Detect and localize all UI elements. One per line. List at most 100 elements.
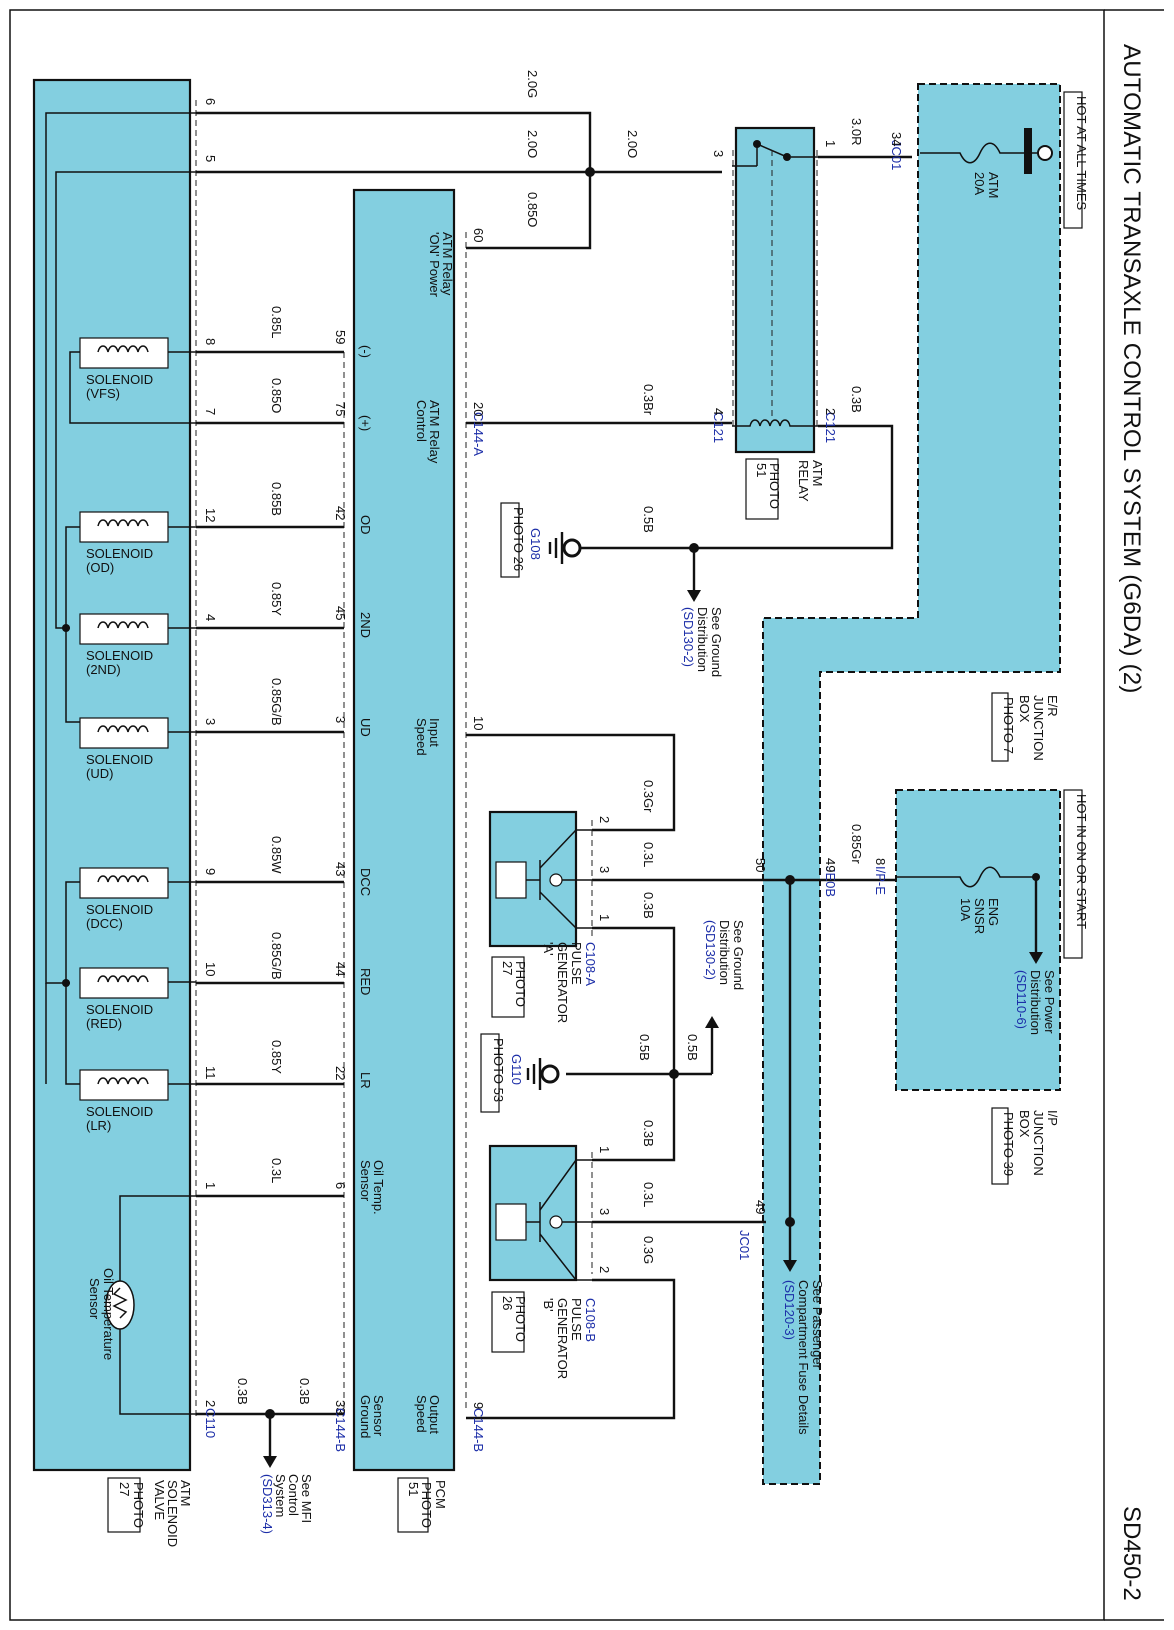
svg-text:22: 22	[333, 1066, 348, 1080]
connector-je0b: JE0B	[823, 866, 838, 897]
pgb-label-2: GENERATOR	[555, 1298, 570, 1379]
solenoid-label: SOLENOID	[86, 902, 153, 917]
svg-text:2: 2	[597, 816, 612, 823]
connector-c110: C110	[203, 1408, 218, 1438]
solenoid-vfs: SOLENOID (VFS)	[79, 337, 169, 401]
pgb-label-3: 'B'	[541, 1298, 556, 1312]
pcm-photo-1: PHOTO	[419, 1482, 434, 1528]
g110-label: G110	[509, 1054, 524, 1085]
wire-label: 0.85O	[525, 192, 540, 227]
pga-connector: C108-A	[583, 942, 598, 986]
svg-text:1: 1	[823, 140, 838, 147]
solenoid-label: SOLENOID	[86, 372, 153, 387]
wire-label: 0.85Y	[269, 1040, 284, 1074]
svg-text:4: 4	[711, 408, 726, 415]
ip-jb-label-3: BOX	[1017, 1110, 1032, 1138]
svg-text:50: 50	[753, 858, 768, 872]
solenoid-ud: SOLENOID (UD)	[79, 717, 169, 781]
svg-text:59: 59	[333, 330, 348, 344]
ref-ground-2a: See Ground	[731, 920, 746, 990]
pcm-label-relay-power-1: ATM Relay	[440, 232, 455, 296]
ip-jb-photo: PHOTO 39	[1001, 1112, 1016, 1176]
svg-text:44: 44	[333, 962, 348, 976]
svg-text:8: 8	[203, 338, 218, 345]
ref-power-3[interactable]: (SD110-6)	[1014, 970, 1029, 1029]
ref-mfi-1: See MFI	[299, 1474, 314, 1523]
solenoid-valve-label-2: SOLENOID	[165, 1480, 180, 1547]
frame-left	[9, 9, 1105, 1621]
wire-label: 0.3Br	[641, 384, 656, 416]
solenoid-label: SOLENOID	[86, 1104, 153, 1119]
er-jb-label-3: BOX	[1017, 695, 1032, 723]
ref-passenger-3[interactable]: (SD120-3)	[782, 1280, 797, 1340]
ref-mfi-3: System	[273, 1474, 288, 1517]
connector-ip-e: I/P-E	[873, 866, 888, 895]
solenoid-sub: (UD)	[86, 766, 113, 781]
ref-ground-1c[interactable]: (SD130-2)	[681, 607, 696, 667]
pga-label-2: GENERATOR	[555, 942, 570, 1023]
svg-text:8: 8	[873, 858, 888, 865]
relay-photo-2: 51	[754, 463, 769, 477]
eng-fuse-icon	[896, 866, 1036, 888]
svg-text:33: 33	[333, 1400, 348, 1414]
wire-label: 0.85L	[269, 306, 284, 339]
relay-label-2: RELAY	[796, 460, 811, 502]
wire-label: 0.3B	[641, 892, 656, 919]
pcm-label: PCM	[433, 1480, 448, 1509]
wire-label: 0.85Y	[269, 582, 284, 616]
svg-text:7: 7	[203, 408, 218, 415]
solenoid-lr: SOLENOID (LR)	[79, 1069, 169, 1133]
g108-photo: PHOTO 26	[511, 507, 526, 571]
relay-label-1: ATM	[810, 460, 825, 486]
ref-ground-2c[interactable]: (SD130-2)	[703, 920, 718, 980]
solenoid-label: SOLENOID	[86, 546, 153, 561]
atm-solenoid-valve	[32, 78, 192, 1472]
svg-text:49: 49	[753, 1200, 768, 1214]
wire-label: 0.85B	[269, 482, 284, 516]
svg-text:45: 45	[333, 606, 348, 620]
pcm-label-relay-power-2: 'ON' Power	[427, 232, 442, 298]
pcm-label-ud: UD	[358, 718, 373, 737]
ref-ground-2b: Distribution	[717, 920, 732, 985]
wire-label: 0.3Gr	[641, 780, 656, 813]
ref-power-2: Distribution	[1028, 970, 1043, 1035]
solenoid-dcc: SOLENOID (DCC)	[79, 867, 169, 931]
solenoid-od: SOLENOID (OD)	[79, 511, 169, 575]
solenoid-red: SOLENOID (RED)	[79, 967, 169, 1031]
wire-label: 2.0O	[625, 130, 640, 158]
svg-text:10: 10	[471, 716, 486, 730]
wire-label: 2.0G	[525, 70, 540, 98]
svg-text:3: 3	[203, 718, 218, 725]
hot-in-on-or-start: HOT IN ON OR START	[1074, 794, 1089, 929]
solenoid-label: SOLENOID	[86, 648, 153, 663]
wire-label: 0.5B	[637, 1034, 652, 1061]
wire-label: 0.85W	[269, 836, 284, 874]
wire-label: 3.0R	[849, 118, 864, 145]
svg-text:11: 11	[203, 1066, 218, 1080]
ip-jb-label-1: I/P	[1045, 1110, 1060, 1126]
svg-text:3: 3	[711, 150, 726, 157]
hot-at-all-times: HOT AT ALL TIMES	[1074, 96, 1089, 210]
connector-c144-b: C144-B	[471, 1408, 486, 1452]
solenoid-sub: (OD)	[86, 560, 114, 575]
solenoid-valve-label-1: ATM	[178, 1480, 193, 1506]
wire-label: 0.5B	[641, 506, 656, 533]
pcm-label-red: RED	[358, 968, 373, 995]
solenoid-valve-photo-1: PHOTO	[131, 1482, 146, 1528]
svg-text:5: 5	[203, 155, 218, 162]
svg-text:60: 60	[471, 228, 486, 242]
svg-text:49: 49	[823, 858, 838, 872]
svg-text:9: 9	[471, 1402, 486, 1409]
solenoid-sub: (VFS)	[86, 386, 120, 401]
pcm-label-oil-1: Oil Temp.	[371, 1160, 386, 1215]
ref-passenger-1: See Passenger	[810, 1280, 825, 1370]
wire-label: 0.85Gr	[849, 824, 864, 864]
wire-label: 0.3B	[849, 386, 864, 413]
atm-fuse-rating: 20A	[972, 172, 987, 195]
ref-mfi-4[interactable]: (SD313-4)	[260, 1474, 275, 1534]
solenoid-2nd: SOLENOID (2ND)	[79, 613, 169, 677]
wire-label: 0.3L	[269, 1158, 284, 1183]
svg-text:2: 2	[597, 1266, 612, 1273]
solenoid-label: SOLENOID	[86, 1002, 153, 1017]
